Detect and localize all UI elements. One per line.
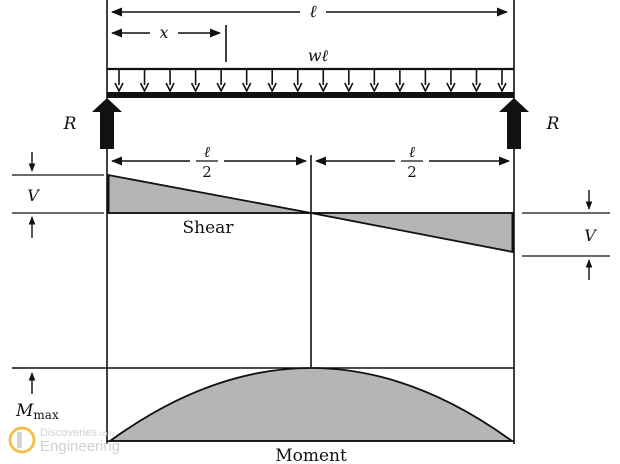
watermark-discoveries: Discoveries bbox=[40, 427, 97, 439]
load-arrow-head bbox=[190, 82, 201, 93]
beam bbox=[107, 92, 514, 98]
load-arrow-head bbox=[471, 82, 482, 93]
load-arrow-head bbox=[497, 82, 507, 93]
left-shear-label: V bbox=[27, 186, 40, 205]
right-reaction-label: R bbox=[546, 114, 560, 134]
load-label: wℓ bbox=[308, 46, 329, 65]
load-arrow-head bbox=[395, 82, 405, 93]
load-arrow-head bbox=[139, 82, 150, 93]
shear-title: Shear bbox=[183, 218, 235, 238]
distributed-load-arrows bbox=[114, 70, 507, 93]
load-arrow-head bbox=[293, 82, 303, 93]
right-shear-label: V bbox=[584, 226, 597, 245]
left-half-numerator: ℓ bbox=[204, 143, 210, 161]
logo-circle-icon bbox=[8, 426, 36, 454]
load-arrow-head bbox=[241, 82, 252, 93]
watermark-logo: Discoveries.com Engineering bbox=[8, 426, 120, 455]
watermark-line1: Discoveries.com bbox=[40, 427, 115, 439]
watermark-suffix: .com bbox=[97, 429, 115, 438]
moment-parabola-area bbox=[107, 367, 515, 442]
load-arrow-head bbox=[165, 82, 175, 93]
shear-negative-area bbox=[310, 212, 514, 254]
moment-max-label: Mmax bbox=[15, 401, 59, 422]
right-reaction-arrow bbox=[499, 98, 529, 149]
load-arrow-head bbox=[369, 82, 380, 93]
moment-max-subscript: max bbox=[33, 408, 59, 422]
load-arrow-head bbox=[216, 82, 226, 93]
moment-title: Moment bbox=[275, 446, 347, 464]
load-arrow-head bbox=[267, 82, 277, 93]
load-arrow-head bbox=[344, 82, 354, 93]
load-arrow-head bbox=[420, 82, 431, 93]
left-half-denominator: 2 bbox=[202, 163, 212, 181]
load-arrow-head bbox=[318, 82, 328, 93]
left-reaction-arrow bbox=[92, 98, 122, 149]
load-arrow-head bbox=[446, 82, 456, 93]
moment-max-m: M bbox=[15, 401, 34, 421]
watermark-line2: Engineering bbox=[40, 438, 120, 455]
load-arrow-head bbox=[114, 82, 124, 93]
right-half-denominator: 2 bbox=[407, 163, 417, 181]
left-reaction-label: R bbox=[63, 114, 77, 134]
position-x-label: x bbox=[159, 23, 168, 42]
right-half-numerator: ℓ bbox=[409, 143, 415, 161]
span-length-label: ℓ bbox=[309, 2, 316, 22]
